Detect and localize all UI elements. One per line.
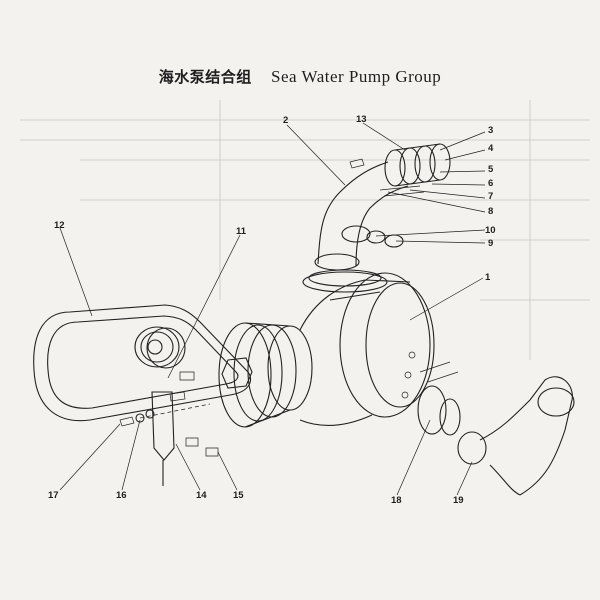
title-english: Sea Water Pump Group — [271, 67, 442, 86]
callout-19: 19 — [453, 495, 464, 506]
tensioner-bracket — [119, 371, 219, 486]
callout-7: 7 — [488, 191, 493, 202]
callout-labels: 1 2 3 4 5 6 7 8 9 10 11 12 13 14 15 16 1… — [48, 114, 496, 506]
hose-clamp-assembly — [349, 143, 451, 197]
callout-5: 5 — [488, 164, 494, 175]
callout-11: 11 — [236, 226, 247, 237]
callout-12: 12 — [54, 220, 65, 231]
v-belt — [33, 304, 252, 422]
title-chinese: 海水泵结合组 — [158, 68, 252, 86]
callout-8: 8 — [488, 206, 493, 217]
callout-1: 1 — [485, 272, 491, 283]
pump-body — [299, 269, 435, 426]
callout-2: 2 — [283, 115, 288, 126]
callout-15: 15 — [233, 490, 244, 501]
diagram-title: 海水泵结合组 Sea Water Pump Group — [0, 66, 600, 87]
tensioner-pulley — [134, 326, 186, 369]
callout-14: 14 — [196, 490, 207, 501]
background-ghost-lines — [20, 100, 590, 360]
callout-10: 10 — [485, 225, 496, 236]
callout-18: 18 — [391, 495, 402, 506]
callout-16: 16 — [116, 490, 127, 501]
drive-pulley — [218, 322, 313, 428]
outlet-elbow — [417, 361, 575, 496]
leader-lines — [59, 122, 486, 496]
callout-17: 17 — [48, 490, 59, 501]
callout-13: 13 — [356, 114, 367, 125]
callout-9: 9 — [488, 238, 493, 249]
callout-3: 3 — [488, 125, 493, 136]
callout-6: 6 — [488, 178, 493, 189]
callout-4: 4 — [488, 143, 494, 154]
inlet-elbow — [314, 161, 409, 271]
